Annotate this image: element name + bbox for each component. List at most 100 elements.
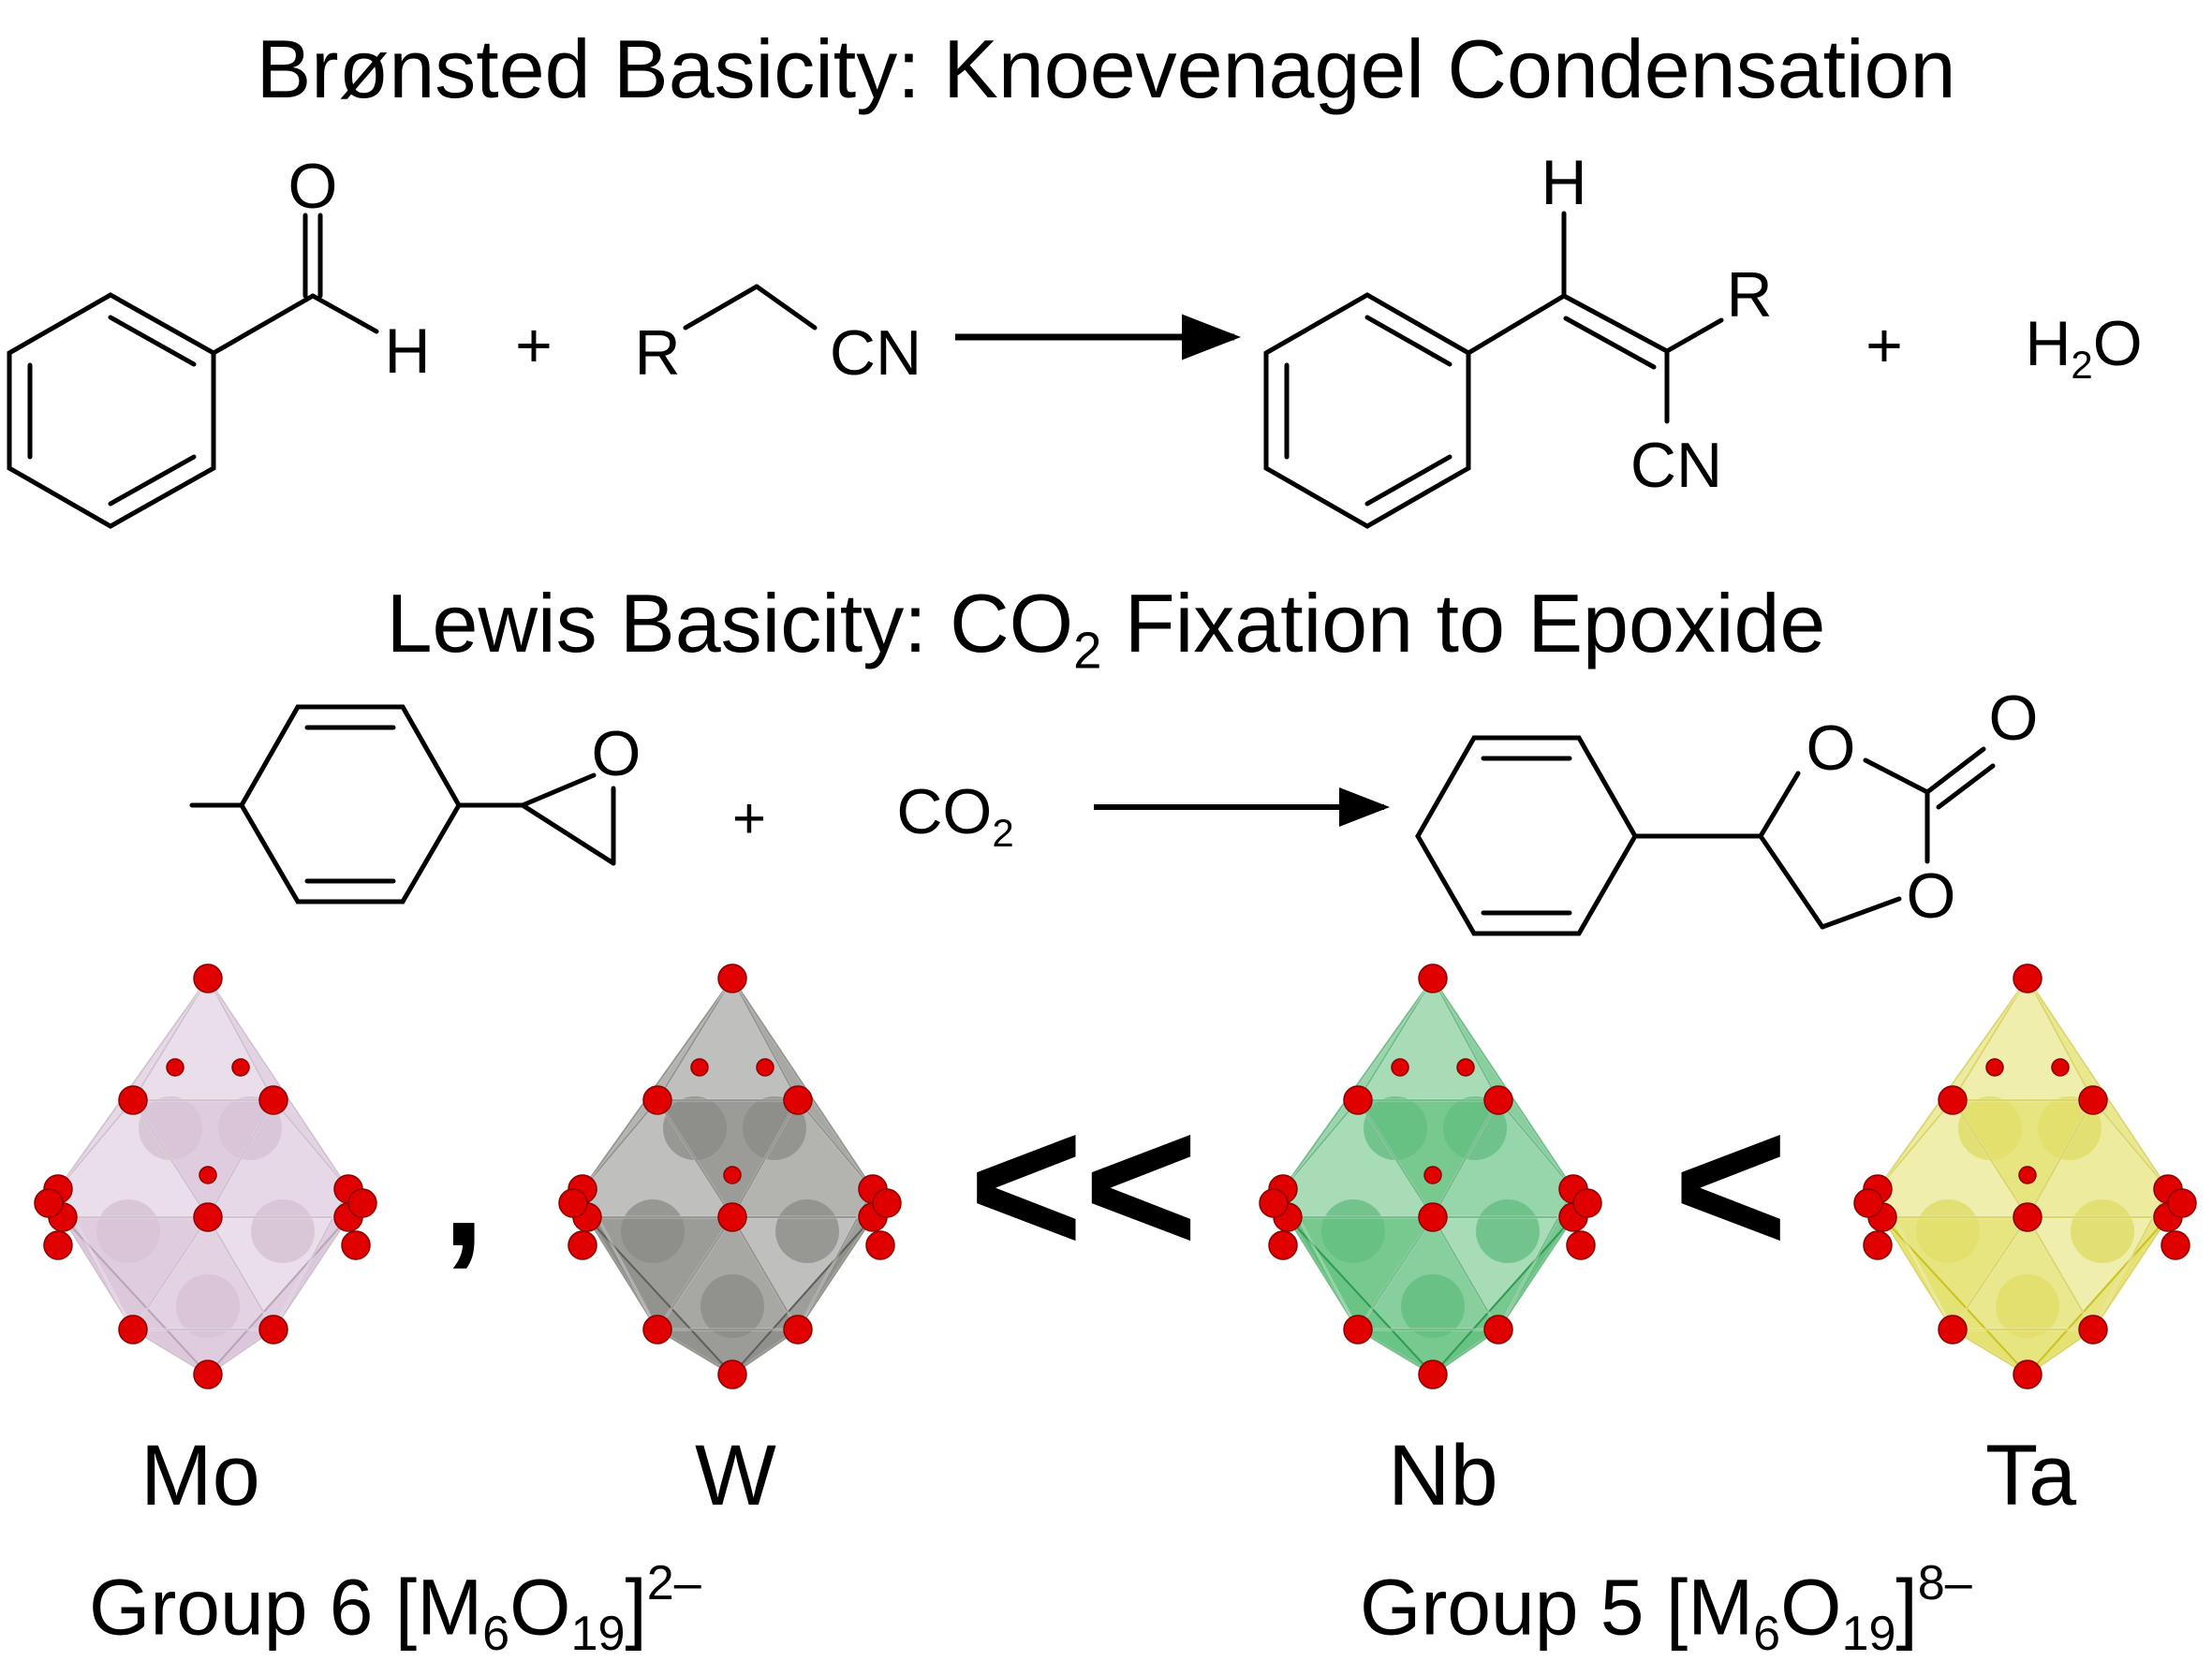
metal-label-ta: Ta: [1985, 1433, 2076, 1519]
g6-mid: O: [509, 1563, 571, 1652]
polyhedron-edge: [2026, 977, 2170, 1190]
lewis-heading-sub: 2: [1073, 622, 1102, 680]
polyhedron-edge: [272, 1216, 350, 1330]
comparison-less: <: [1674, 1075, 1789, 1295]
oxygen-atom: [1566, 1230, 1596, 1260]
oxygen-atom: [193, 1360, 223, 1389]
g5-sub2: 19: [1841, 1607, 1896, 1661]
polyhedron-edge: [730, 977, 800, 1101]
polyhedron-edge: [1356, 1099, 1435, 1218]
oxygen-atom: [717, 1202, 747, 1232]
comparison-comma: ,: [443, 1110, 484, 1277]
polyhedron-edge: [2091, 1099, 2170, 1190]
polyhedron-edge: [1431, 1099, 1500, 1218]
polyhedron-edge: [1497, 1216, 1575, 1330]
polyhedron-edge: [656, 977, 734, 1101]
polyhedron-edge: [1356, 977, 1435, 1101]
oxygen-atom: [2013, 1360, 2042, 1389]
aldehyde-o-label: O: [288, 151, 338, 222]
g6-pre: Group 6 [M: [89, 1563, 483, 1652]
oxygen-atom: [258, 1315, 288, 1345]
polyhedron-face: [656, 976, 800, 1101]
polyhedron-face: [62, 1216, 209, 1375]
polyhedron-face: [1951, 976, 2095, 1101]
polyhedron-edge: [730, 977, 875, 1190]
water-h: H: [2025, 308, 2071, 379]
plus-sign-1: +: [515, 310, 553, 381]
g5-pre: Group 5 [M: [1360, 1563, 1754, 1652]
oxygen-atom: [1483, 1085, 1513, 1115]
oxygen-atom: [166, 1058, 184, 1077]
oxygen-atom: [642, 1315, 672, 1345]
oxygen-atom: [783, 1315, 813, 1345]
water-label: H2O: [2025, 308, 2142, 387]
carbonate-ring-o2-label: O: [1907, 860, 1956, 932]
oxygen-atom: [1572, 1188, 1602, 1218]
oxygen-atom: [1938, 1085, 1968, 1115]
oxygen-atom: [690, 1058, 709, 1077]
polyhedron-edge: [730, 1216, 800, 1330]
polyhedron-edge: [1286, 1216, 1360, 1330]
polyhedron-edge: [656, 1216, 734, 1330]
polyhedron-edge: [1951, 977, 2029, 1101]
oxygen-atom: [1985, 1058, 2004, 1077]
polyhedron-face: [1356, 976, 1500, 1101]
oxygen-atom: [2078, 1085, 2108, 1115]
polyhedron-edge: [1431, 977, 1500, 1101]
oxygen-atom: [34, 1188, 64, 1218]
metal-label-nb-text: Nb: [1388, 1428, 1498, 1523]
polyhedron-face: [586, 1216, 733, 1375]
polyhedron-edge: [131, 977, 210, 1101]
oxygen-atom: [783, 1085, 813, 1115]
oxygen-atom: [2013, 1202, 2042, 1232]
polyhedron-edge: [1951, 1216, 2029, 1330]
plus-sign-2: +: [1865, 310, 1903, 381]
polyhedron-face: [207, 1216, 349, 1375]
oxygen-atom: [1418, 1202, 1448, 1232]
aldehyde-h-label: H: [384, 316, 430, 387]
oxygen-atom: [1418, 1360, 1448, 1389]
oxygen-atom: [1423, 1166, 1442, 1184]
product-r-label: R: [1726, 259, 1772, 331]
nitrile-cn-label: CN: [830, 317, 922, 389]
oxygen-atom: [717, 1360, 747, 1389]
epoxide-group: [456, 772, 616, 866]
polyhedron-face: [1432, 1216, 1574, 1375]
polyhedron-edge: [1880, 1216, 1954, 1330]
polyhedron-edge: [61, 1216, 135, 1330]
cluster-ta: [1853, 963, 2197, 1389]
metal-label-ta-text: Ta: [1985, 1428, 2077, 1523]
cluster-mo: [34, 963, 377, 1389]
polyhedron-edge: [796, 1099, 875, 1190]
co2-label: CO2: [896, 776, 1013, 855]
polyhedron-edge: [1951, 1099, 2029, 1218]
oxygen-atom: [2167, 1188, 2197, 1218]
oxygen-atom: [1938, 1315, 1968, 1345]
oxygen-atom: [723, 1166, 742, 1184]
metal-label-mo: Mo: [140, 1433, 260, 1519]
polyhedron-edge: [1281, 1099, 1360, 1190]
oxygen-atom: [568, 1230, 597, 1260]
styrene-oxide: [189, 704, 462, 904]
oxygen-atom: [118, 1315, 148, 1345]
oxygen-atom: [199, 1166, 217, 1184]
oxygen-atom: [2160, 1230, 2190, 1260]
g6-sup: 2–: [646, 1556, 701, 1610]
oxygen-atom: [118, 1085, 148, 1115]
metal-label-w: W: [695, 1433, 776, 1519]
oxygen-atom: [865, 1230, 895, 1260]
polyhedron-edge: [1431, 977, 1575, 1190]
nitrile-r-label: R: [634, 317, 680, 389]
polyhedron-edge: [131, 1216, 210, 1330]
oxygen-atom: [756, 1058, 774, 1077]
metal-label-mo-text: Mo: [140, 1428, 260, 1523]
metal-label-nb: Nb: [1388, 1433, 1498, 1519]
g6-sub2: 19: [570, 1607, 626, 1661]
water-o: O: [2093, 308, 2143, 379]
co2-sub: 2: [992, 811, 1013, 855]
oxygen-atom: [1483, 1315, 1513, 1345]
oxygen-atom: [193, 1202, 223, 1232]
polyhedron-edge: [272, 1099, 350, 1190]
lewis-heading-pre: Lewis Basicity: CO: [386, 577, 1074, 669]
